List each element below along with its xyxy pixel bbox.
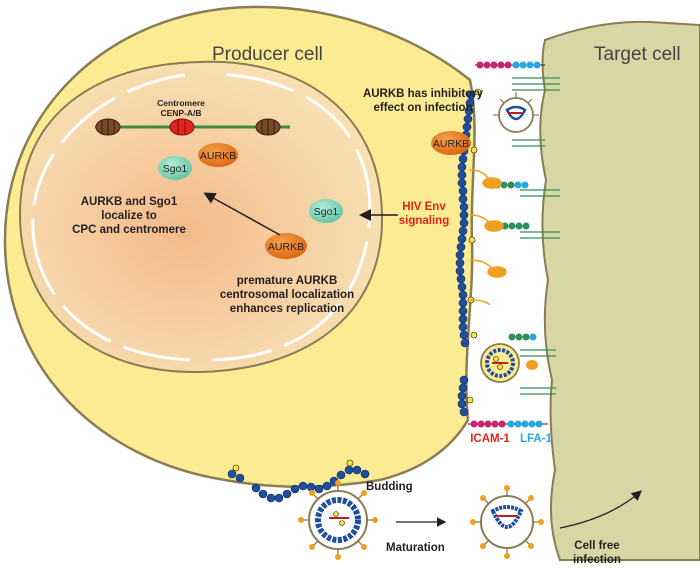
premature-text-2: centrosomal localization bbox=[220, 289, 354, 301]
sgo1-protein-cytoplasmic bbox=[309, 199, 343, 223]
localize-text-1: AURKB and Sgo1 bbox=[81, 196, 178, 208]
env-orange-receptors bbox=[469, 169, 507, 306]
adhesion-top bbox=[475, 61, 545, 69]
target-cell-shape bbox=[539, 20, 700, 561]
budding-env-spikes bbox=[232, 459, 354, 472]
virion-synapse-top bbox=[493, 92, 539, 133]
virion-synapse-bottom bbox=[480, 343, 538, 383]
sgo1-label-nuclear: Sgo1 bbox=[163, 163, 188, 175]
virion-immature bbox=[298, 480, 378, 560]
budding-membrane-beads bbox=[227, 465, 370, 503]
cenp-label: CENP-A/B bbox=[160, 108, 201, 118]
premature-text-3: enhances replication bbox=[230, 303, 344, 315]
aurkb-label-centrosomal: AURKB bbox=[268, 241, 304, 253]
localize-text-3: CPC and centromere bbox=[72, 224, 186, 236]
hiv-env-text-1: HIV Env bbox=[402, 201, 446, 213]
aurkb-protein-synapse bbox=[431, 131, 471, 155]
premature-text-1: premature AURKB bbox=[237, 275, 338, 287]
synapse-receptors bbox=[512, 77, 560, 395]
icam-label: ICAM-1 bbox=[470, 433, 510, 445]
aurkb-label-synapse: AURKB bbox=[433, 138, 469, 150]
localize-text-2: localize to bbox=[101, 210, 157, 222]
cell-free-arrow bbox=[559, 490, 642, 529]
centromere-chromosome bbox=[95, 118, 290, 136]
producer-cell-label: Producer cell bbox=[212, 44, 323, 65]
virion-mature bbox=[470, 485, 544, 559]
target-cell-label: Target cell bbox=[594, 44, 681, 65]
cd4-chains bbox=[493, 181, 537, 341]
centromere-label: Centromere bbox=[157, 98, 205, 108]
sgo1-label-cytoplasmic: Sgo1 bbox=[314, 206, 339, 218]
aurkb-label-nuclear: AURKB bbox=[200, 150, 236, 162]
budding-label: Budding bbox=[366, 481, 413, 493]
aurkb-protein-centrosomal bbox=[265, 233, 307, 259]
aurkb-protein-nuclear bbox=[198, 143, 238, 167]
nucleus-shape bbox=[18, 60, 384, 374]
env-spikes-membrane bbox=[466, 88, 482, 404]
lfa-label: LFA-1 bbox=[520, 433, 553, 445]
localize-arrow bbox=[203, 192, 281, 236]
inhibit-text-2: effect on infection bbox=[373, 102, 472, 114]
adhesion-bottom bbox=[468, 420, 548, 428]
inhibit-text-1: AURKB has inhibitory bbox=[363, 88, 484, 100]
sgo1-protein-nuclear bbox=[158, 156, 192, 180]
maturation-label: Maturation bbox=[386, 542, 445, 554]
gag-membrane-beads bbox=[455, 90, 476, 417]
hiv-env-text-2: signaling bbox=[399, 215, 449, 227]
cell-free-label-2: infection bbox=[573, 554, 621, 566]
cell-free-label-1: Cell free bbox=[574, 540, 619, 552]
